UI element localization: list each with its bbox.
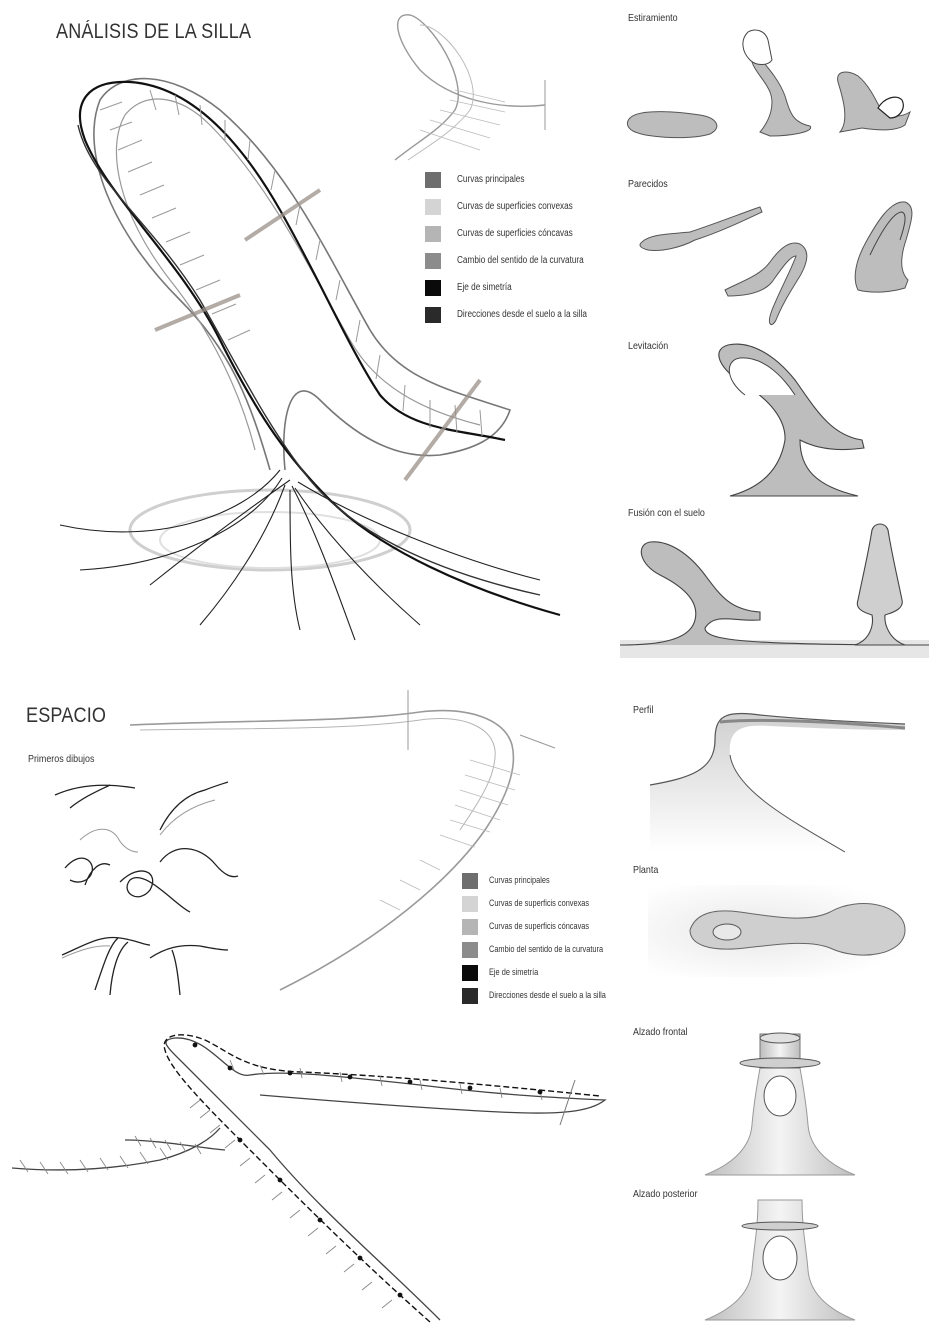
alzado-posterior-illustration bbox=[0, 0, 929, 1326]
